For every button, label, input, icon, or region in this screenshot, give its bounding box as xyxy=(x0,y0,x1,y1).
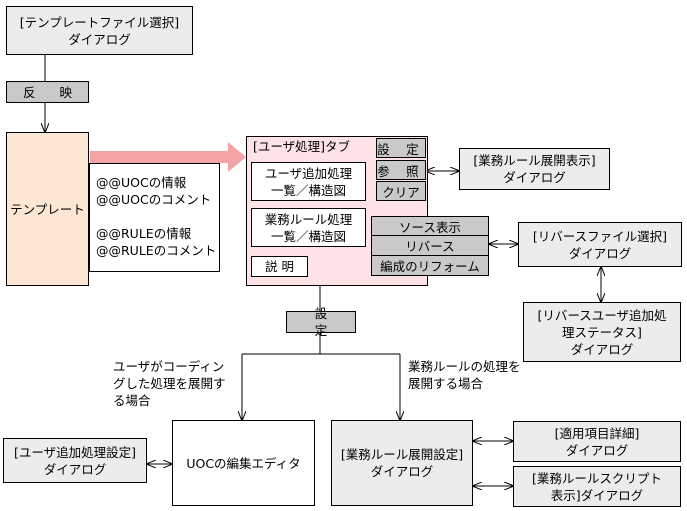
business-rule-process-list[interactable]: 業務ルール処理 一覧／構造図 xyxy=(251,208,366,247)
reverse-user-add-status-dialog: [リバースユーザ追加処 理ステータス] ダイアログ xyxy=(523,302,681,362)
user-add-list-sublabel: 一覧／構造図 xyxy=(270,182,346,198)
dialog-label: ダイアログ xyxy=(370,464,434,479)
dialog-label: ダイアログ xyxy=(568,245,632,261)
dialog-label: 表示]ダイアログ xyxy=(550,487,644,503)
dialog-label: ダイアログ xyxy=(68,31,131,47)
template-file-select-dialog: [テンプレートファイル選択] ダイアログ xyxy=(6,6,193,55)
dialog-title: [業務ルール展開設定] xyxy=(340,447,464,462)
business-rule-script-display-dialog: [業務ルールスクリプト 表示]ダイアログ xyxy=(513,466,681,507)
rule-comment-text: @@RULEのコメント xyxy=(96,243,217,258)
dialog-title: [業務ルールスクリプト xyxy=(532,470,662,486)
note-line: ユーザがコーディン xyxy=(113,359,225,374)
description-label: 説 明 xyxy=(265,259,294,274)
dialog-label: ダイアログ xyxy=(565,442,629,458)
template-label: テンプレート xyxy=(10,201,85,217)
settings-tab-button[interactable]: 設 定 xyxy=(376,138,426,158)
reverse-file-select-dialog: [リバースファイル選択] ダイアログ xyxy=(518,222,682,267)
source-display-button[interactable]: ソース表示 xyxy=(371,216,489,237)
note-user-coded: ユーザがコーディン グした処理を展開す る場合 xyxy=(113,358,226,409)
dialog-title: [テンプレートファイル選択] xyxy=(19,14,180,30)
reference-button[interactable]: 参 照 xyxy=(376,160,426,180)
user-add-process-settings-dialog: [ユーザ追加処理設定] ダイアログ xyxy=(3,438,147,483)
reverse-label: リバース xyxy=(405,239,455,254)
clear-label: クリア xyxy=(382,184,420,200)
applied-item-detail-dialog: [適用項目詳細] ダイアログ xyxy=(513,421,681,462)
settings-button[interactable]: 設 定 xyxy=(286,306,356,338)
reflect-button-label: 反 映 xyxy=(23,84,82,100)
dialog-title: [ユーザ追加処理設定] xyxy=(13,444,136,460)
business-rule-expand-display-dialog: [業務ルール展開表示] ダイアログ xyxy=(459,148,610,190)
note-line: る場合 xyxy=(113,393,151,408)
uoc-editor-label: UOCの編集エディタ xyxy=(186,455,301,471)
dialog-title: [業務ルール展開表示] xyxy=(473,153,596,168)
user-add-process-list[interactable]: ユーザ追加処理 一覧／構造図 xyxy=(251,162,366,201)
note-line: 業務ルールの処理を xyxy=(408,359,521,374)
settings-tab-label: 設 定 xyxy=(377,141,425,157)
reflect-button[interactable]: 反 映 xyxy=(6,81,89,103)
business-rule-list-sublabel: 一覧／構造図 xyxy=(270,228,346,244)
user-process-tab-title: [ユーザ処理]タブ xyxy=(253,139,351,154)
reference-label: 参 照 xyxy=(377,163,425,179)
business-rule-expand-settings-dialog: [業務ルール展開設定] ダイアログ xyxy=(331,420,473,506)
uoc-editor: UOCの編集エディタ xyxy=(172,420,315,506)
rule-info-text: @@RULEの情報 xyxy=(96,226,192,241)
dialog-label: ダイアログ xyxy=(43,461,107,477)
dialog-label: ダイアログ xyxy=(503,170,566,185)
note-business-rule: 業務ルールの処理を 展開する場合 xyxy=(408,358,521,392)
reverse-button[interactable]: リバース xyxy=(371,235,489,256)
source-display-label: ソース表示 xyxy=(399,220,461,235)
note-line: グした処理を展開す xyxy=(113,376,226,391)
settings-button-label: 設 定 xyxy=(314,306,338,338)
uoc-info-text: @@UOCの情報 xyxy=(96,175,187,190)
dialog-title: [リバースファイル選択] xyxy=(532,228,668,244)
note-line: 展開する場合 xyxy=(408,376,484,391)
dialog-title-cont: 理ステータス] xyxy=(562,324,642,340)
uoc-comment-text: @@UOCのコメント xyxy=(96,192,212,207)
dialog-title: [適用項目詳細] xyxy=(554,425,640,441)
business-rule-list-label: 業務ルール処理 xyxy=(264,211,353,227)
template-info-box: @@UOCの情報 @@UOCのコメント @@RULEの情報 @@RULEのコメン… xyxy=(89,163,220,272)
template-box: テンプレート xyxy=(6,132,89,286)
clear-button[interactable]: クリア xyxy=(376,181,426,201)
dialog-label: ダイアログ xyxy=(570,341,634,357)
reform-label: 編成のリフォーム xyxy=(380,259,480,274)
description-field[interactable]: 説 明 xyxy=(251,256,308,277)
user-add-list-label: ユーザ追加処理 xyxy=(264,165,353,181)
reform-button[interactable]: 編成のリフォーム xyxy=(371,255,489,276)
dialog-title: [リバースユーザ追加処 xyxy=(537,307,667,323)
